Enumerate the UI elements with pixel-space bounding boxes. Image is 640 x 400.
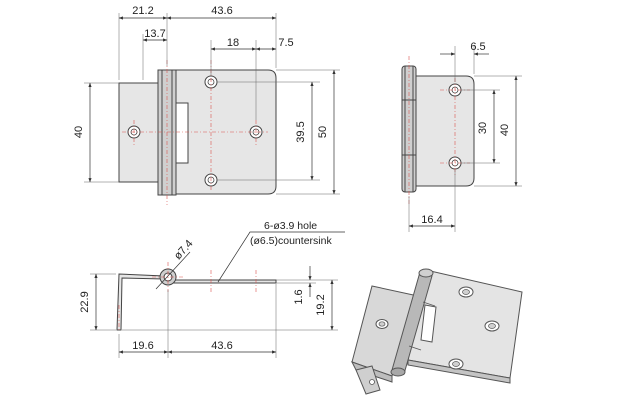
iso-hole-top xyxy=(458,286,474,298)
dim-bottom-pin-dia: ø7.4 xyxy=(172,238,196,262)
front-view: 21.2 43.6 13.7 18 7.5 40 39.5 50 xyxy=(73,5,340,205)
note-countersink: (ø6.5)countersink xyxy=(250,235,332,247)
bottom-view: ø7.4 6-ø3.9 hole (ø6.5)countersink 22.9 … xyxy=(79,220,345,358)
dim-bottom-43-6: 43.6 xyxy=(211,340,232,352)
note-hole-spec: 6-ø3.9 hole xyxy=(264,220,317,232)
iso-hole-right xyxy=(484,320,500,332)
dim-front-21-2: 21.2 xyxy=(132,5,153,17)
dim-front-13-7: 13.7 xyxy=(144,28,165,40)
dim-bottom-1-6: 1.6 xyxy=(293,289,305,304)
dim-front-43-6: 43.6 xyxy=(211,5,232,17)
front-right-leaf xyxy=(175,69,277,195)
dim-bottom-19-6: 19.6 xyxy=(132,340,153,352)
dim-front-7-5: 7.5 xyxy=(278,37,293,49)
dim-side-40: 40 xyxy=(499,124,511,136)
dim-front-50: 50 xyxy=(317,126,329,138)
front-slot xyxy=(175,102,189,164)
dim-side-6-5: 6.5 xyxy=(470,41,485,53)
iso-slot xyxy=(420,304,437,343)
dim-bottom-22-9: 22.9 xyxy=(79,291,91,312)
bottom-left-leg xyxy=(116,273,165,331)
dim-side-30: 30 xyxy=(477,122,489,134)
dim-front-18: 18 xyxy=(227,37,239,49)
dim-bottom-19-2: 19.2 xyxy=(315,294,327,315)
dim-side-16-4: 16.4 xyxy=(421,214,442,226)
iso-foot xyxy=(355,365,381,395)
side-view: 6.5 30 40 16.4 xyxy=(401,41,522,232)
iso-hole-left xyxy=(375,319,389,329)
iso-hole-bottom xyxy=(448,358,464,370)
bottom-right-plate xyxy=(167,279,277,284)
side-leaf xyxy=(415,75,475,187)
dim-front-40: 40 xyxy=(73,126,85,138)
iso-view xyxy=(351,268,523,395)
dim-front-39-5: 39.5 xyxy=(295,121,307,142)
